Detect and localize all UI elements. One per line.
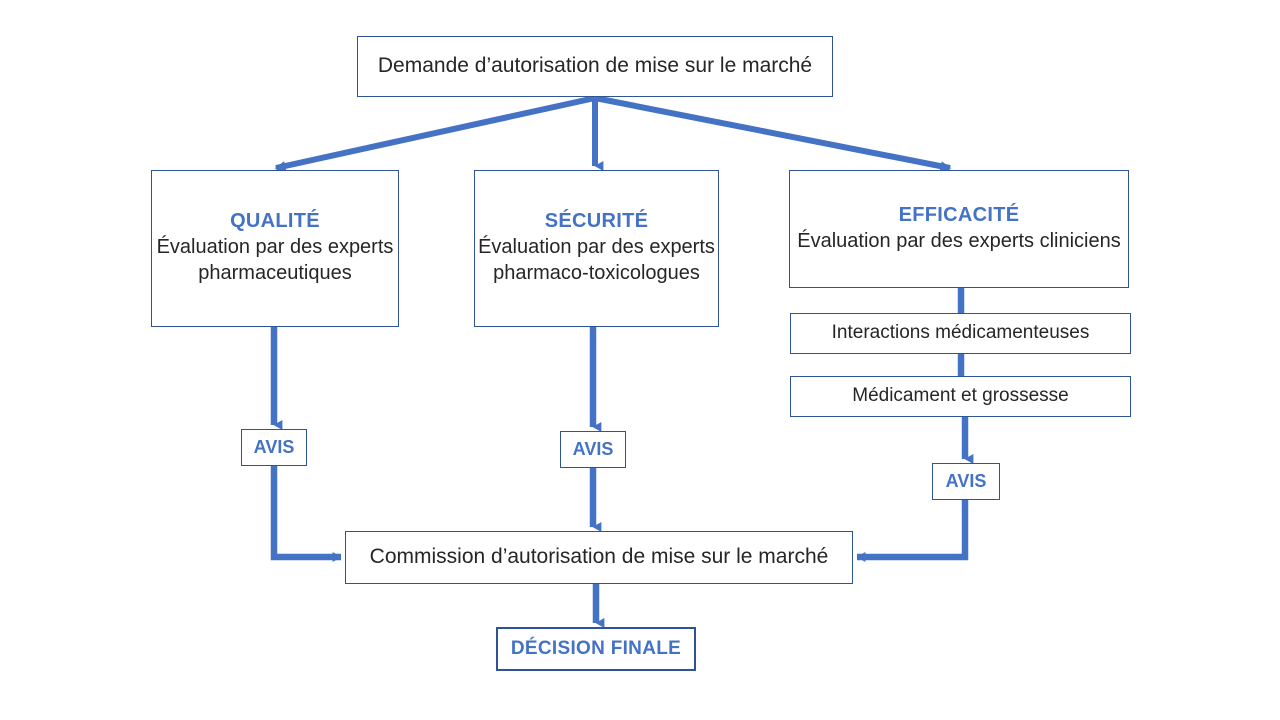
node-efficacite[interactable]: EFFICACITÉ Évaluation par des experts cl…: [789, 170, 1129, 288]
node-demande-autorisation[interactable]: Demande d’autorisation de mise sur le ma…: [357, 36, 833, 97]
node-securite-body: Évaluation par des experts pharmaco-toxi…: [478, 236, 715, 284]
edge-demande-to-qualite: [274, 95, 596, 171]
node-efficacite-title: EFFICACITÉ: [898, 203, 1020, 226]
node-qualite-body: Évaluation par des experts pharmaceutiqu…: [156, 236, 394, 284]
edge-demande-to-efficacite: [594, 95, 952, 172]
node-medicament-et-grossesse[interactable]: Médicament et grossesse: [790, 376, 1131, 417]
node-demande-label: Demande d’autorisation de mise sur le ma…: [377, 54, 813, 78]
node-decision-finale[interactable]: DÉCISION FINALE: [496, 627, 696, 671]
node-qualite-title: QUALITÉ: [230, 210, 320, 233]
edge-avis-qualite-to-commission: [270, 466, 342, 562]
node-decision-finale-label: DÉCISION FINALE: [510, 638, 682, 659]
node-avis-qualite[interactable]: AVIS: [241, 429, 307, 466]
node-qualite[interactable]: QUALITÉ Évaluation par des experts pharm…: [151, 170, 399, 327]
node-interactions-medicamenteuses[interactable]: Interactions médicamenteuses: [790, 313, 1131, 354]
node-commission-label: Commission d’autorisation de mise sur le…: [369, 545, 829, 569]
node-avis-securite[interactable]: AVIS: [560, 431, 626, 468]
node-avis-efficacite-label: AVIS: [945, 471, 987, 491]
node-commission-autorisation[interactable]: Commission d’autorisation de mise sur le…: [345, 531, 853, 584]
node-securite[interactable]: SÉCURITÉ Évaluation par des experts phar…: [474, 170, 719, 327]
edge-avis-efficacite-to-commission: [856, 500, 969, 562]
node-grossesse-label: Médicament et grossesse: [852, 385, 1069, 407]
node-avis-securite-label: AVIS: [572, 439, 614, 459]
node-securite-title: SÉCURITÉ: [544, 210, 649, 233]
node-efficacite-body: Évaluation par des experts cliniciens: [797, 229, 1121, 252]
node-avis-efficacite[interactable]: AVIS: [932, 463, 1000, 500]
node-interactions-label: Interactions médicamenteuses: [831, 322, 1090, 344]
node-avis-qualite-label: AVIS: [253, 437, 295, 457]
